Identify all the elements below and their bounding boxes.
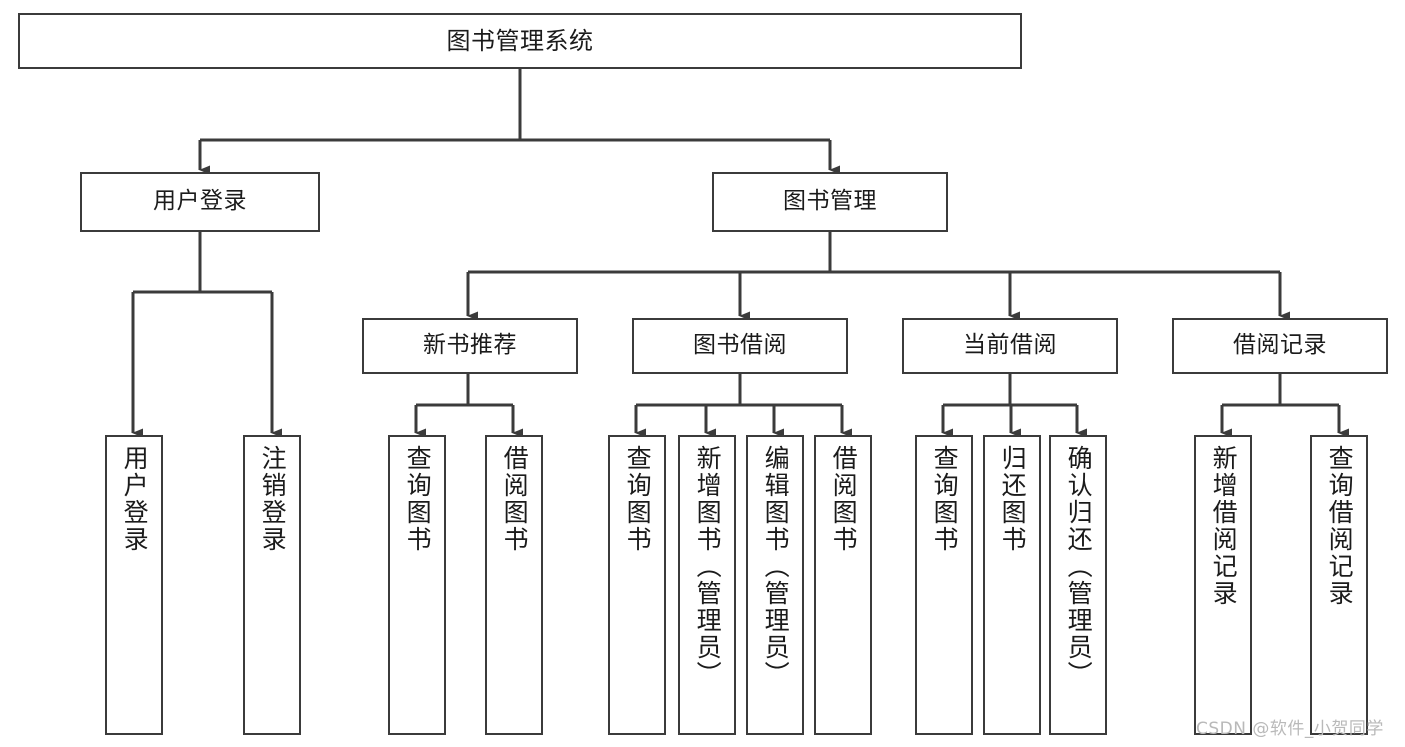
node-user-login[interactable]: 用户登录 — [80, 172, 320, 232]
node-root[interactable]: 图书管理系统 — [18, 13, 1022, 69]
node-leaf-borrow-book-2-label: 借阅图书 — [829, 445, 859, 553]
node-leaf-query-book-2[interactable]: 查询图书 — [608, 435, 666, 735]
node-leaf-return-book[interactable]: 归还图书 — [983, 435, 1041, 735]
node-leaf-add-record[interactable]: 新增借阅记录 — [1194, 435, 1252, 735]
node-leaf-query-book-3-label: 查询图书 — [930, 445, 960, 553]
node-borrow-record-label: 借阅记录 — [1233, 332, 1327, 359]
node-leaf-borrow-book-1[interactable]: 借阅图书 — [485, 435, 543, 735]
node-leaf-confirm-return[interactable]: 确认归还（管理员） — [1049, 435, 1107, 735]
node-leaf-user-login-label: 用户登录 — [120, 445, 150, 553]
node-leaf-query-book-3[interactable]: 查询图书 — [915, 435, 973, 735]
node-book-management-label: 图书管理 — [783, 188, 877, 215]
node-leaf-add-book-label: 新增图书（管理员） — [693, 445, 723, 688]
node-leaf-borrow-book-1-label: 借阅图书 — [500, 445, 530, 553]
node-leaf-query-book-1[interactable]: 查询图书 — [388, 435, 446, 735]
node-leaf-query-book-2-label: 查询图书 — [623, 445, 653, 553]
node-current-borrow-label: 当前借阅 — [963, 332, 1057, 359]
node-book-management[interactable]: 图书管理 — [712, 172, 948, 232]
node-new-book-recommend[interactable]: 新书推荐 — [362, 318, 578, 374]
node-leaf-query-book-1-label: 查询图书 — [403, 445, 433, 553]
node-borrow-record[interactable]: 借阅记录 — [1172, 318, 1388, 374]
node-leaf-logout[interactable]: 注销登录 — [243, 435, 301, 735]
node-book-borrow[interactable]: 图书借阅 — [632, 318, 848, 374]
node-current-borrow[interactable]: 当前借阅 — [902, 318, 1118, 374]
node-leaf-logout-label: 注销登录 — [258, 445, 288, 553]
csdn-watermark: CSDN @软件_小贺同学 — [1196, 719, 1384, 739]
node-leaf-user-login[interactable]: 用户登录 — [105, 435, 163, 735]
node-leaf-query-record-label: 查询借阅记录 — [1325, 445, 1355, 607]
node-leaf-return-book-label: 归还图书 — [998, 445, 1028, 553]
node-leaf-edit-book[interactable]: 编辑图书（管理员） — [746, 435, 804, 735]
node-leaf-confirm-return-label: 确认归还（管理员） — [1064, 445, 1094, 688]
node-leaf-add-book[interactable]: 新增图书（管理员） — [678, 435, 736, 735]
node-user-login-label: 用户登录 — [153, 188, 247, 215]
node-leaf-edit-book-label: 编辑图书（管理员） — [761, 445, 791, 688]
node-leaf-add-record-label: 新增借阅记录 — [1209, 445, 1239, 607]
node-root-label: 图书管理系统 — [446, 26, 594, 55]
node-book-borrow-label: 图书借阅 — [693, 332, 787, 359]
node-leaf-borrow-book-2[interactable]: 借阅图书 — [814, 435, 872, 735]
node-leaf-query-record[interactable]: 查询借阅记录 — [1310, 435, 1368, 735]
node-new-book-recommend-label: 新书推荐 — [423, 332, 517, 359]
